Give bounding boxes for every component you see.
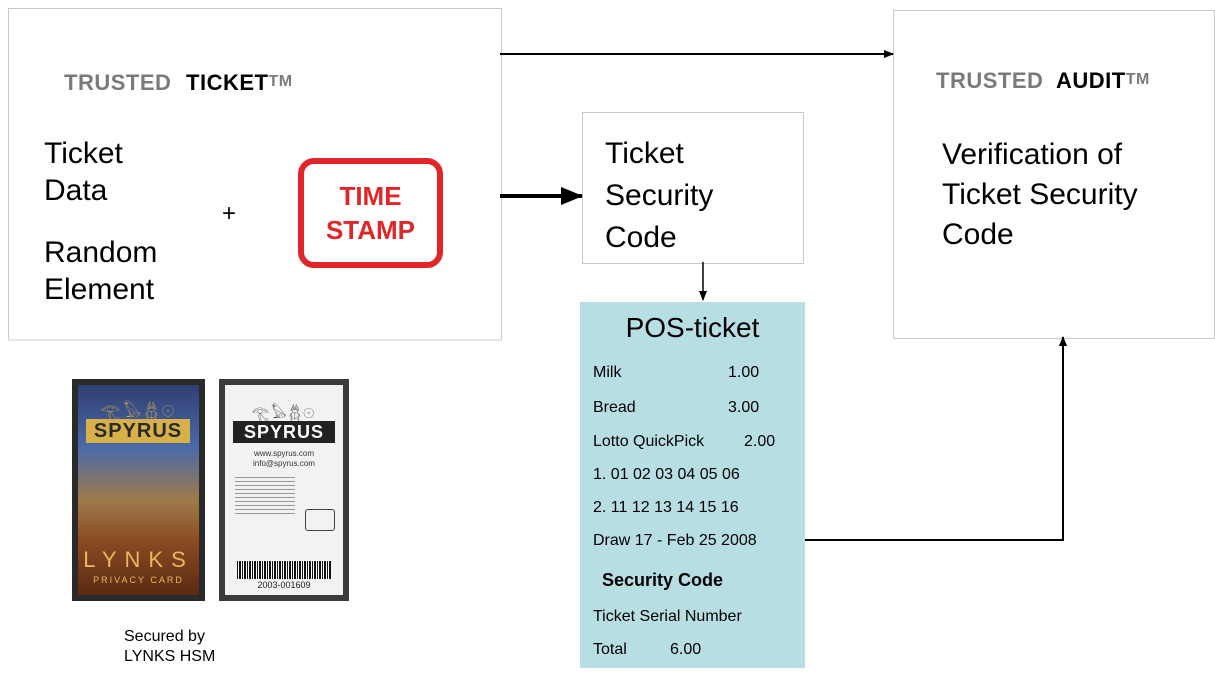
card-front-brand: SPYRUS xyxy=(86,419,190,443)
random-line1: Random xyxy=(44,236,158,269)
ticket-data-line2: Data xyxy=(44,174,108,207)
verification-label: Verification of Ticket Security Code xyxy=(942,135,1138,255)
trusted-ticket-title: TRUSTED TICKETTM xyxy=(64,70,293,96)
barcode xyxy=(237,561,331,579)
ticket-data-line1: Ticket xyxy=(44,137,123,170)
arrow-receipt-to-audit xyxy=(805,336,1067,541)
hieroglyph-row-back: 𓂀𓅃𓆣𓇳 xyxy=(251,405,317,421)
code-line3: Code xyxy=(605,221,677,254)
receipt-serial-number: Ticket Serial Number xyxy=(593,608,742,625)
receipt-item-lotto: Lotto QuickPick xyxy=(593,433,705,450)
code-line1: Ticket xyxy=(605,137,684,170)
receipt-numbers-row2: 2. 11 12 13 14 15 16 xyxy=(593,499,739,516)
lynks-card-front-image: 𓂀𓅃𓆣𓇳 SPYRUS LYNKS PRIVACY CARD xyxy=(72,379,205,601)
card-caption: Secured by LYNKS HSM xyxy=(124,627,215,667)
card-back-fineprint xyxy=(235,477,295,517)
receipt-total-label: Total xyxy=(593,641,627,658)
random-element-label: Random Element xyxy=(44,234,157,308)
hieroglyph-row: 𓂀𓅃𓆣𓇳 xyxy=(100,404,178,421)
ticket-data-label: Ticket Data xyxy=(44,135,123,209)
receipt-item-bread-price: 3.00 xyxy=(728,399,760,416)
code-line2: Security xyxy=(605,179,714,212)
ticket-word: TICKET xyxy=(186,70,269,95)
random-line2: Element xyxy=(44,273,155,306)
receipt-security-code: Security Code xyxy=(602,570,724,590)
card-front-product: LYNKS xyxy=(83,547,194,572)
trusted-word: TRUSTED xyxy=(64,70,172,95)
trademark-mark: TM xyxy=(1125,71,1150,88)
card-back-email: info@spyrus.com xyxy=(253,459,315,468)
trusted-ticket-box xyxy=(8,8,502,339)
receipt-item-milk: Milk xyxy=(593,364,622,381)
verification-line1: Verification of xyxy=(942,138,1123,171)
card-back-serial: 2003-001609 xyxy=(257,580,311,590)
receipt-draw-date: Draw 17 - Feb 25 2008 xyxy=(593,532,757,549)
trademark-mark: TM xyxy=(268,73,293,90)
ticket-security-code-box xyxy=(582,112,804,264)
trusted-word: TRUSTED xyxy=(936,68,1044,93)
verification-line3: Code xyxy=(942,218,1014,251)
receipt-total-value: 6.00 xyxy=(670,641,702,658)
time-stamp-line2: STAMP xyxy=(325,215,416,245)
plus-sign: + xyxy=(222,200,237,227)
receipt-item-milk-price: 1.00 xyxy=(728,364,760,381)
receipt-item-lotto-price: 2.00 xyxy=(744,433,776,450)
caption-line2: LYNKS HSM xyxy=(124,648,216,665)
card-back-web: www.spyrus.com xyxy=(253,449,314,458)
card-back-brand: SPYRUS xyxy=(233,421,335,443)
pc-card-logo xyxy=(305,509,335,531)
lynks-card-back-image: 𓂀𓅃𓆣𓇳 SPYRUS www.spyrus.com info@spyrus.c… xyxy=(219,379,349,601)
trusted-audit-box xyxy=(893,10,1215,339)
audit-word: AUDIT xyxy=(1056,68,1126,93)
time-stamp-line1: TIME xyxy=(339,181,402,211)
ticket-security-code-label: Ticket Security Code xyxy=(605,133,713,259)
caption-line1: Secured by xyxy=(124,628,205,645)
pos-ticket-title: POS-ticket xyxy=(625,312,760,343)
receipt-item-bread: Bread xyxy=(593,399,636,416)
trusted-audit-title: TRUSTED AUDITTM xyxy=(936,68,1150,94)
pos-ticket-receipt: POS-ticket Milk 1.00 Bread 3.00 Lotto Qu… xyxy=(580,302,805,668)
receipt-numbers-row1: 1. 01 02 03 04 05 06 xyxy=(593,466,740,483)
card-front-subtitle: PRIVACY CARD xyxy=(93,575,184,585)
time-stamp-badge: TIME STAMP xyxy=(298,158,443,268)
verification-line2: Ticket Security xyxy=(942,178,1138,211)
